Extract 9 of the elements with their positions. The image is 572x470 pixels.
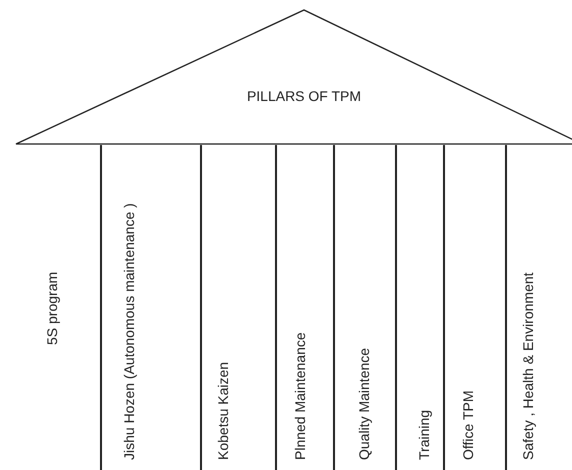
- pillar-label: Training: [415, 408, 433, 460]
- pillar-label: Safety , Health & Environment: [519, 271, 537, 460]
- pillar-label: Kobetsu Kaizen: [214, 360, 232, 460]
- pillar-label: 5S program: [43, 270, 61, 348]
- pillar-label: Plnned Maintenance: [291, 331, 309, 460]
- pillar-label: Jishu Hozen (Autonomous maintenance ): [120, 202, 138, 460]
- roof-title: PILLARS OF TPM: [246, 88, 362, 104]
- pillar-label: Quality Maintence: [355, 346, 373, 460]
- pillar-label: Office TPM: [459, 389, 477, 460]
